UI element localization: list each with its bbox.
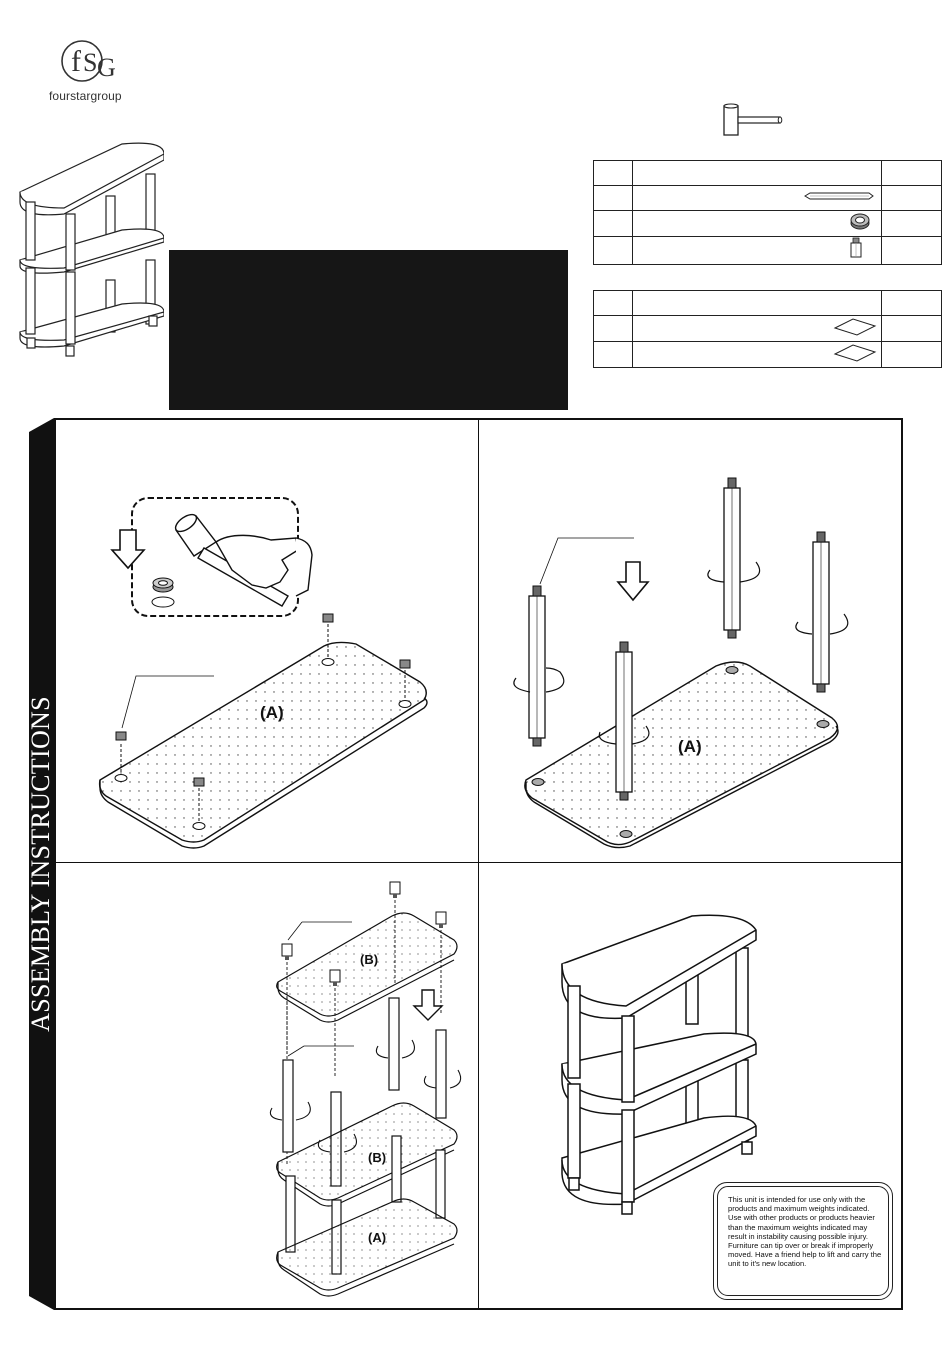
panel-divider-horizontal bbox=[55, 862, 902, 863]
step3-panel: (B) (B) (A) bbox=[269, 881, 462, 1297]
step1-board-label: (A) bbox=[260, 703, 284, 722]
svg-text:f: f bbox=[71, 45, 81, 78]
mallet-icon bbox=[723, 103, 783, 136]
hardware-table-header bbox=[593, 160, 942, 186]
board-row-b bbox=[593, 341, 942, 368]
brand-logo: f S G bbox=[50, 38, 150, 104]
svg-text:S: S bbox=[83, 48, 97, 77]
board-icon bbox=[833, 318, 877, 336]
down-arrow-icon bbox=[412, 989, 444, 1021]
step3-middle-board-label: (B) bbox=[368, 1150, 386, 1165]
product-overview-drawing bbox=[19, 142, 164, 357]
side-band bbox=[29, 418, 54, 1310]
svg-text:G: G bbox=[97, 53, 116, 82]
header-black-box bbox=[169, 250, 568, 410]
hardware-row-cap bbox=[593, 236, 942, 265]
board-icon bbox=[833, 344, 877, 362]
pole-icon bbox=[804, 192, 874, 200]
board-row-a bbox=[593, 315, 942, 342]
step3-top-board-label: (B) bbox=[360, 952, 378, 967]
step3-bottom-board-label: (A) bbox=[368, 1230, 386, 1245]
cap-icon bbox=[850, 237, 862, 258]
brand-name: fourstargroup bbox=[49, 89, 122, 103]
hardware-row-pole bbox=[593, 185, 942, 211]
step2-board-label: (A) bbox=[678, 737, 702, 756]
step4-panel bbox=[561, 914, 757, 1215]
down-arrow-icon bbox=[110, 529, 146, 570]
nut-icon bbox=[850, 213, 870, 230]
warning-notice-border bbox=[717, 1186, 889, 1296]
warning-notice: This unit is intended for use only with … bbox=[713, 1182, 893, 1300]
hardware-row-nut bbox=[593, 210, 942, 237]
brand-logo-icon: f S G bbox=[61, 40, 116, 82]
warning-notice-text: This unit is intended for use only with … bbox=[728, 1195, 882, 1269]
step1-panel: (A) bbox=[98, 497, 428, 849]
down-arrow-icon bbox=[616, 561, 650, 602]
step2-panel: (A) bbox=[513, 477, 849, 849]
boards-table-header bbox=[593, 290, 942, 316]
side-title: ASSEMBLY INSTRUCTIONS bbox=[26, 696, 55, 1032]
hardware-table bbox=[593, 160, 942, 265]
panel-divider-vertical bbox=[478, 419, 479, 1309]
boards-table bbox=[593, 290, 942, 368]
